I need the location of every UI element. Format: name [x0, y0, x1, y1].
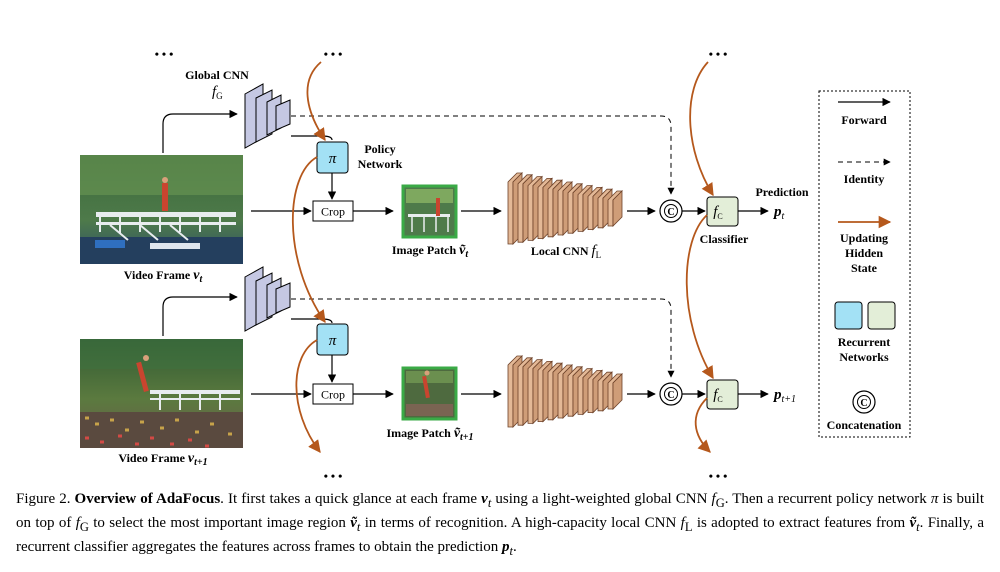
local-cnn-stack-t	[507, 172, 623, 245]
classifier-label: Classifier	[700, 232, 749, 246]
caption-title: Overview of AdaFocus	[74, 491, 221, 507]
hidden-state-policy-t1-out	[295, 339, 321, 454]
legend-concatenation-label: Concatenation	[827, 418, 902, 432]
image-patch-t	[401, 184, 458, 239]
image-patch-label-t: Image Patch ṽt	[392, 243, 470, 260]
legend-updating-line1: Updating	[840, 231, 888, 245]
global-cnn-label: Global CNN	[185, 68, 249, 82]
legend-identity-label: Identity	[844, 172, 885, 186]
legend-forward-label: Forward	[841, 113, 887, 127]
image-patch-label-t1: Image Patch ṽt+1	[386, 426, 473, 443]
local-cnn-stack-t1	[507, 355, 623, 428]
video-frame-image-t1	[80, 339, 243, 448]
arrow-frame-to-global-cnn-t1	[162, 292, 238, 336]
classifier-symbol-t: fC	[713, 204, 723, 221]
concat-symbol-t1: C	[667, 390, 674, 401]
local-cnn-label-t: Local CNN fL	[531, 243, 601, 260]
legend-box	[818, 90, 911, 438]
video-frame-image-t	[80, 155, 243, 264]
legend-recurrent-line2: Networks	[839, 350, 889, 364]
classifier-symbol-t1: fC	[713, 387, 723, 404]
hidden-state-classifier-t1-out	[694, 397, 711, 453]
crop-label-t: Crop	[321, 205, 345, 219]
policy-symbol-t: π	[329, 151, 337, 167]
concat-symbol-t: C	[667, 207, 674, 218]
global-cnn-stack-t1	[244, 266, 291, 332]
hidden-state-policy-t-to-t1	[291, 156, 326, 324]
figure-caption: Figure 2. Overview of AdaFocus. It first…	[16, 491, 985, 558]
legend: Forward Identity Updating Hidden State R…	[818, 90, 911, 438]
arrow-frame-to-global-cnn-t	[162, 109, 238, 153]
row-1: Video Frame vt π Policy Network Crop	[80, 61, 809, 285]
local-cnn-layer-side	[612, 190, 623, 227]
policy-symbol-t1: π	[329, 333, 337, 349]
prediction-var-t1: pt+1	[772, 387, 796, 405]
ellipsis-top-mid: • • •	[324, 47, 343, 61]
legend-concat-icon	[852, 390, 876, 414]
legend-updating-line2: Hidden	[845, 246, 883, 260]
hidden-state-into-classifier-t	[689, 61, 714, 197]
policy-label-line1: Policy	[364, 142, 395, 156]
ellipsis-top-left: • • •	[155, 47, 174, 61]
policy-label-line2: Network	[358, 157, 403, 171]
legend-recurrent-green-swatch	[867, 301, 896, 330]
legend-concat-symbol: C	[860, 398, 867, 409]
identity-dashed-t	[291, 115, 675, 195]
global-cnn-stack-t	[244, 83, 291, 149]
legend-updating-line3: State	[851, 261, 878, 275]
ellipsis-bottom-mid: • • •	[324, 469, 343, 483]
image-patch-t1	[401, 366, 458, 421]
arrow-global-cnn-to-policy-t	[291, 135, 333, 141]
prediction-label: Prediction	[755, 185, 808, 199]
legend-recurrent-line1: Recurrent	[838, 335, 890, 349]
local-cnn-layer-side	[612, 373, 623, 410]
video-frame-label-t1: Video Frame vt+1	[118, 451, 207, 468]
arrow-global-cnn-to-policy-t1	[291, 318, 333, 324]
adafocus-diagram: • • • • • • • • • • • • • • • Global CNN…	[80, 47, 911, 483]
global-cnn-symbol: fG	[212, 84, 223, 101]
ellipsis-top-right: • • •	[709, 47, 728, 61]
legend-recurrent-blue-swatch	[834, 301, 863, 330]
crop-label-t1: Crop	[321, 388, 345, 402]
ellipsis-bottom-right: • • •	[709, 469, 728, 483]
row-2: Video Frame vt+1 π Crop Image Patch ṽt+1	[80, 156, 796, 468]
hidden-state-classifier-t-to-t1	[685, 214, 714, 380]
video-frame-label-t: Video Frame vt	[124, 268, 204, 285]
hidden-state-into-policy-t	[306, 61, 326, 142]
prediction-var-t: pt	[772, 204, 785, 222]
identity-dashed-t1	[291, 298, 675, 378]
